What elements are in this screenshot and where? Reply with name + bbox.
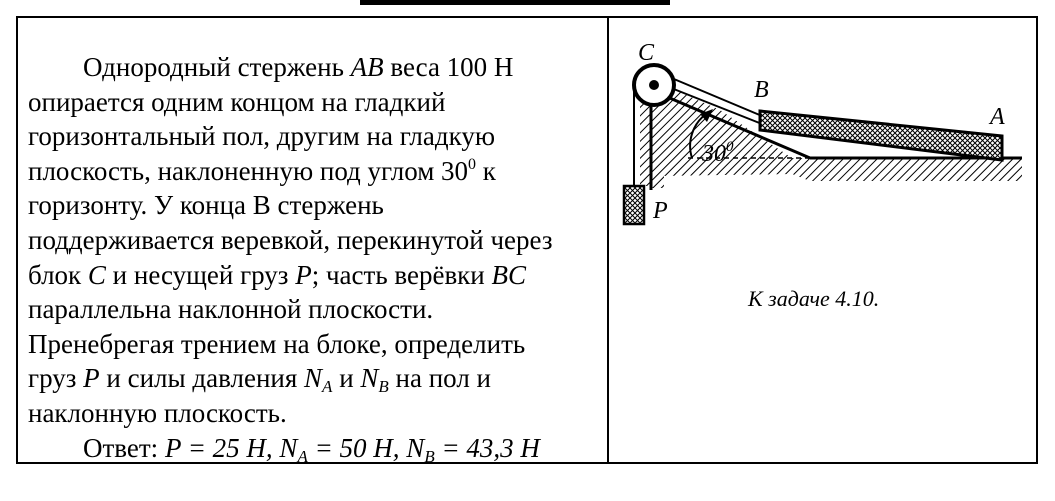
force-nb: N (360, 363, 379, 394)
angle-label: 300 (701, 139, 734, 167)
label-b: B (754, 77, 769, 103)
problem-line-2: опирается одним концом на гладкий (28, 86, 446, 117)
answer-p: P = 25 Н, (164, 432, 273, 463)
pulley-axle (649, 80, 659, 90)
mechanics-diagram: C B A P 300 (622, 40, 1022, 226)
problem-frame (16, 16, 1038, 464)
answer-nb-value: = 43,3 Н (434, 432, 540, 463)
text-span: и силы давления (99, 363, 305, 394)
force-nb-sub: B (378, 377, 389, 397)
answer-nb: N (406, 432, 425, 463)
ground-hatch (640, 90, 1022, 186)
problem-line-5: горизонту. У конца В стержень (28, 190, 384, 221)
text-span: веса 100 Н (383, 52, 514, 82)
text-span: Однородный стержень (83, 52, 351, 82)
answer-na-sub: A (297, 446, 308, 466)
label-a: A (988, 104, 1005, 130)
text-span: блок (28, 259, 88, 290)
wall-hatch (650, 106, 664, 188)
problem-line-1: Однородный стержень AB веса 100 Н (28, 50, 598, 85)
problem-text: Однородный стержень AB веса 100 Н опирае… (28, 50, 598, 465)
label-c: C (638, 40, 655, 66)
load-p (622, 184, 646, 226)
problem-line-7: блок C и несущей груз P; часть верёвки B… (28, 258, 598, 293)
text-span: и (332, 363, 361, 394)
pulley-label: C (87, 259, 106, 290)
angle-degree: 0 (726, 139, 734, 155)
problem-line-4: плоскость, наклоненную под углом 300 к (28, 154, 598, 189)
load-label: P (295, 259, 312, 290)
text-span: к (476, 155, 496, 186)
incline-surface (664, 94, 811, 160)
angle-arc (689, 113, 707, 159)
answer-label: Ответ: (83, 432, 165, 463)
rod-ab (758, 109, 1004, 162)
text-span: ; часть верёвки (311, 259, 492, 290)
problem-line-6: поддерживается веревкой, перекинутой чер… (28, 224, 553, 255)
force-na-sub: A (322, 377, 333, 397)
answer-line: Ответ: P = 25 Н, NA = 50 Н, NB = 43,3 Н (28, 431, 598, 466)
degree-sup: 0 (468, 155, 477, 173)
angle-arrow (700, 109, 713, 122)
angle-value: 30 (701, 141, 726, 167)
problem-line-3: горизонтальный пол, другим на гладкую (28, 121, 496, 152)
force-na: N (304, 363, 323, 394)
column-divider (607, 16, 609, 464)
problem-line-10: груз P и силы давления NA и NB на пол и (28, 361, 598, 396)
rope-cb (661, 73, 763, 117)
problem-line-8: параллельна наклонной плоскости. (28, 294, 434, 325)
load-label: P (83, 363, 100, 394)
answer-na: N (279, 432, 298, 463)
text-span: и несущей груз (105, 259, 296, 290)
rope-label: BC (491, 259, 527, 290)
text-span: плоскость, наклоненную под углом 30 (28, 155, 469, 186)
problem-line-9: Пренебрегая трением на блоке, определить (28, 328, 526, 359)
text-span: на пол и (388, 363, 491, 394)
figure-caption: К задаче 4.10. (748, 286, 880, 311)
answer-nb-sub: B (424, 446, 435, 466)
answer-na-value: = 50 Н, (307, 432, 400, 463)
problem-line-11: наклонную плоскость. (28, 397, 287, 428)
label-p: P (652, 198, 668, 224)
text-span: груз (28, 363, 84, 394)
top-bar (360, 0, 670, 5)
rod-label: AB (350, 52, 384, 82)
